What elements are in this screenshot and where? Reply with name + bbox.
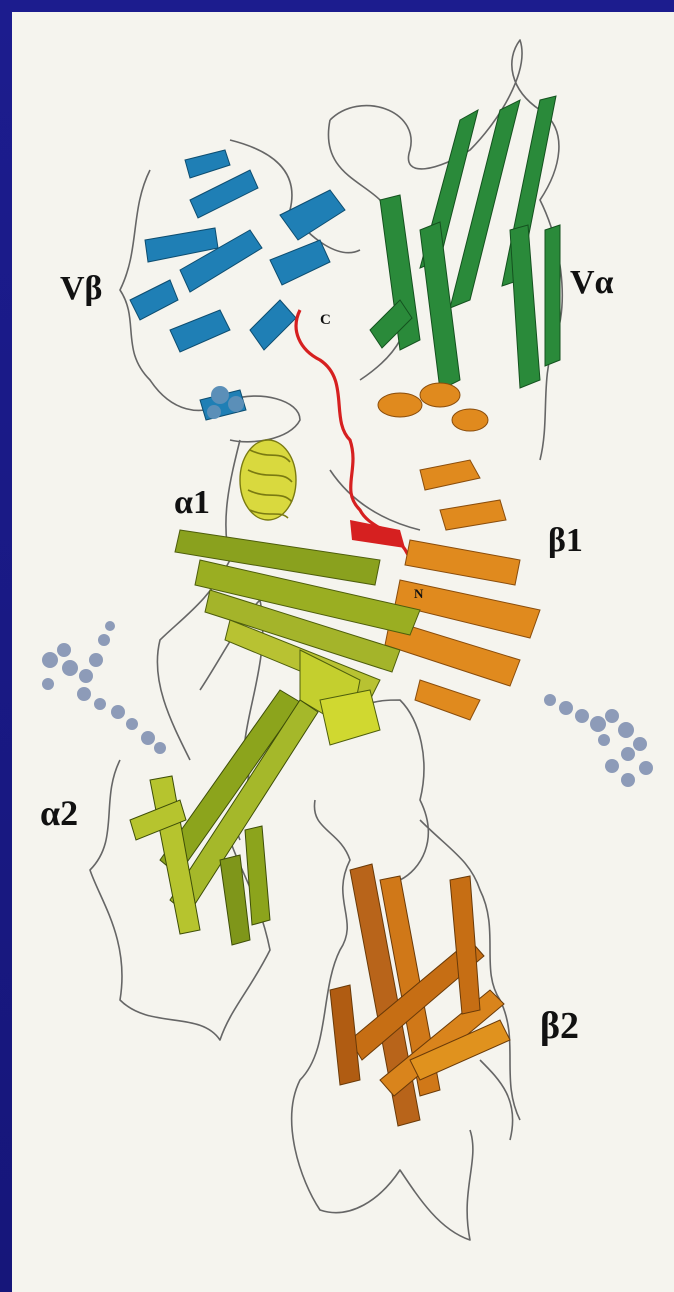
- label-alpha2: α2: [40, 792, 78, 834]
- v-alpha-domain: [370, 96, 560, 390]
- glycan-right: [544, 694, 653, 787]
- label-v-alpha: Vα: [570, 264, 614, 302]
- beta1-domain: [378, 383, 540, 720]
- label-beta2: β2: [540, 1004, 579, 1048]
- label-c-terminus: C: [320, 312, 331, 329]
- label-alpha1: α1: [174, 484, 210, 522]
- alpha2-domain: [130, 690, 318, 945]
- glycan-left: [42, 621, 166, 754]
- label-beta1: β1: [548, 522, 583, 560]
- linker-strand: [350, 520, 405, 548]
- protein-structure-figure: [12, 12, 674, 1292]
- alpha1-helix: [240, 440, 296, 520]
- beta2-domain: [330, 864, 510, 1126]
- figure-paper: Vβ Vα α1 β1 α2 β2 C N: [12, 12, 674, 1292]
- label-v-beta: Vβ: [60, 270, 102, 308]
- v-beta-domain: [130, 150, 345, 420]
- label-n-terminus: N: [414, 586, 423, 602]
